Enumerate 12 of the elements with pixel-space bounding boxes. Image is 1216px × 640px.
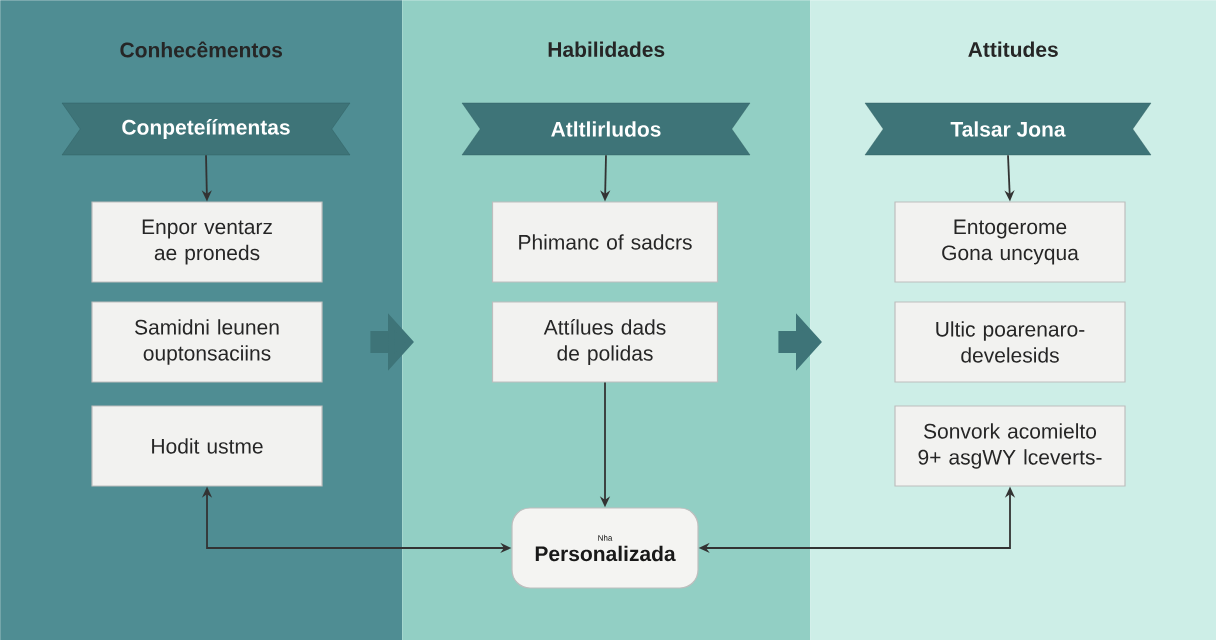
text-box: Enpor ventarz ae proneds — [91, 201, 323, 283]
ribbon-banner: Atltlirludos — [461, 102, 751, 156]
text-box: Sonvork acomielto 9+ asgWY lceverts- — [894, 405, 1126, 487]
ribbon-banner: Talsar Jona — [864, 102, 1152, 156]
text-box: Entogerome Gona uncyqua — [894, 201, 1126, 283]
text-box: Ultic poarenaro- develesids — [894, 301, 1126, 383]
text-box: Hodit ustme — [91, 405, 323, 487]
text-box: Attílues dads de polidas — [491, 301, 719, 383]
text-box: Phimanc of sadcrs — [491, 201, 719, 283]
text-box: Samidni leunen ouptonsaciins — [91, 301, 323, 383]
ribbon-banner: Conpeteíímentas — [61, 102, 351, 156]
rounded-box: Nha Personalizada — [511, 507, 699, 589]
